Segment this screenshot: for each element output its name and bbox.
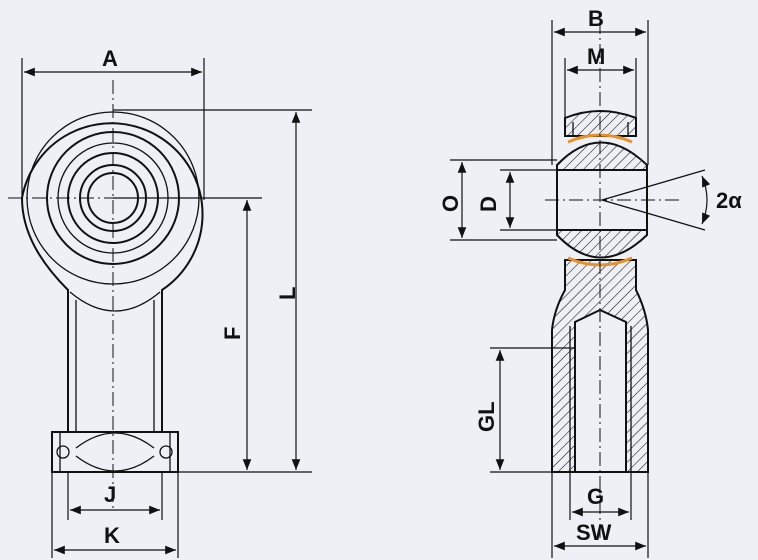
label-j: J [104, 482, 116, 507]
front-shank-inner [75, 300, 155, 432]
label-o: O [438, 195, 463, 212]
label-angle: 2α [716, 188, 742, 213]
front-hex-end [51, 431, 179, 473]
label-gl: GL [474, 401, 499, 432]
label-l: L [275, 287, 300, 300]
label-f: F [220, 327, 245, 340]
label-k: K [104, 523, 120, 548]
front-dimensions: A L F J K [21, 46, 312, 558]
label-m: M [587, 44, 605, 69]
front-body-outline [20, 122, 204, 432]
label-d: D [476, 196, 501, 212]
front-hex-flats [59, 432, 171, 472]
section-dimensions: B M O D 2α GL G SW [438, 6, 742, 558]
front-hex-corner-left [56, 445, 70, 459]
front-hex-corner-right [159, 445, 173, 459]
front-view [8, 80, 255, 510]
section-view [545, 20, 706, 540]
label-b: B [588, 6, 604, 31]
label-g: G [587, 484, 604, 509]
section-thread-lines [569, 326, 632, 472]
front-neck-curve [69, 291, 161, 312]
dim-arc-angle [701, 175, 711, 225]
section-housing-details [572, 122, 629, 136]
label-a: A [102, 46, 118, 71]
label-sw: SW [576, 520, 612, 545]
section-angle-lines [601, 169, 706, 231]
